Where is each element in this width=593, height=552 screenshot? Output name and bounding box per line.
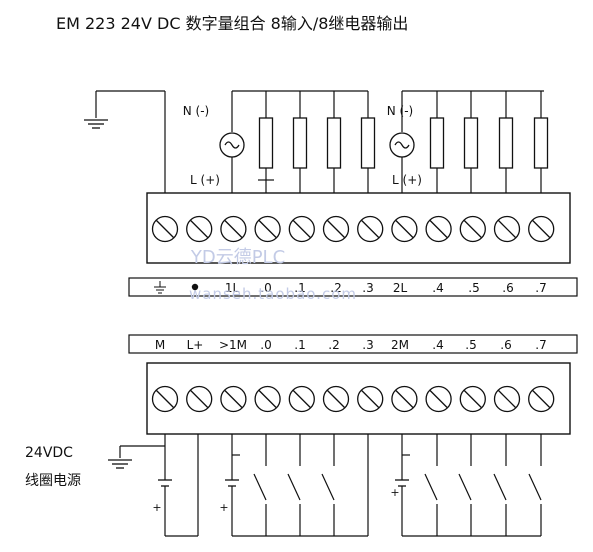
screw-terminal-icon — [391, 385, 418, 413]
output-label-strip — [128, 277, 578, 297]
screw-terminal-icon — [425, 215, 452, 243]
output-terminal-label: .0 — [260, 281, 271, 295]
screw-terminal-icon — [459, 385, 486, 413]
watermark-line2: wanseh.taobao.com — [189, 285, 357, 303]
screw-terminal-icon — [288, 215, 315, 243]
screw-terminal-icon — [186, 385, 213, 413]
input-terminal-label: 2M — [391, 338, 409, 352]
input-switch-icon — [458, 434, 472, 536]
supply-label-neutral-1: N (-) — [183, 104, 209, 118]
load-resistor-icon — [533, 117, 549, 169]
dc-battery-icon — [225, 479, 239, 487]
input-switch-icon — [253, 434, 267, 536]
ac-source-icon — [219, 132, 245, 158]
screw-terminal-icon — [528, 215, 555, 243]
load-resistor-icon — [326, 117, 342, 169]
screw-terminal-icon — [186, 215, 213, 243]
screw-terminal-icon — [459, 215, 486, 243]
dc-battery-icon — [158, 479, 172, 487]
screw-terminal-icon — [220, 215, 247, 243]
input-plus-sign-2: + — [390, 486, 399, 499]
input-terminal-label: >1M — [219, 338, 247, 352]
coil-supply-label: 24VDC — [25, 445, 73, 461]
strip-ground-icon — [154, 281, 166, 294]
input-switch-icon — [424, 434, 438, 536]
load-resistor-icon — [258, 117, 274, 169]
input-terminal-label: .7 — [535, 338, 546, 352]
screw-terminal-icon — [151, 385, 179, 413]
watermark-line1: YD云德PLC — [190, 247, 285, 268]
strip-dot-icon — [191, 283, 199, 291]
ground-icon — [84, 119, 108, 129]
load-resistor-icon — [429, 117, 445, 169]
output-terminal-label: .4 — [432, 281, 443, 295]
output-terminal-label: 1L — [225, 281, 240, 295]
output-terminal-label: 2L — [393, 281, 408, 295]
input-switch-icon — [287, 434, 301, 536]
input-terminal-label: L+ — [187, 338, 204, 352]
screw-terminal-icon — [322, 215, 350, 243]
diagram-title: EM 223 24V DC 数字量组合 8输入/8继电器输出 — [56, 14, 409, 33]
supply-label-live-2: L (+) — [392, 173, 422, 187]
output-terminal-label: .6 — [502, 281, 513, 295]
input-terminal-label: .6 — [500, 338, 511, 352]
screw-terminal-icon — [254, 215, 281, 243]
screw-terminal-icon — [220, 385, 247, 413]
output-terminal-label: .2 — [330, 281, 341, 295]
input-terminal-label: .3 — [362, 338, 373, 352]
ac-source-icon — [389, 132, 415, 158]
input-label-strip — [128, 334, 578, 354]
screw-terminal-icon — [254, 385, 281, 413]
ground-icon — [108, 459, 132, 469]
input-terminal-label: .0 — [260, 338, 271, 352]
load-resistor-icon — [463, 117, 479, 169]
supply-label-neutral-2: N (-) — [387, 104, 413, 118]
input-plus-sign-1: + — [219, 501, 228, 514]
coil-supply-label: 线圈电源 — [25, 473, 81, 489]
screw-terminal-icon — [493, 385, 521, 413]
supply-label-live-1: L (+) — [190, 173, 220, 187]
input-terminal-label: M — [155, 338, 165, 352]
input-terminal-label: .1 — [294, 338, 305, 352]
load-resistor-icon — [498, 117, 514, 169]
output-terminal-label: .1 — [294, 281, 305, 295]
input-terminal-label: .2 — [328, 338, 339, 352]
input-switch-icon — [321, 434, 335, 536]
input-terminal-label: .5 — [465, 338, 476, 352]
coil-plus-sign: + — [152, 501, 161, 514]
screw-terminal-icon — [322, 385, 350, 413]
screw-terminal-icon — [288, 385, 315, 413]
input-switch-icon — [528, 434, 542, 536]
output-terminal-label: .7 — [535, 281, 546, 295]
input-switch-icon — [493, 434, 507, 536]
screw-terminal-icon — [425, 385, 452, 413]
screw-terminal-icon — [528, 385, 555, 413]
screw-terminal-icon — [391, 215, 418, 243]
output-terminal-label: .5 — [468, 281, 479, 295]
load-resistor-icon — [292, 117, 308, 169]
screw-terminal-icon — [151, 215, 179, 243]
load-resistor-icon — [360, 117, 376, 169]
screw-terminal-icon — [493, 215, 521, 243]
screw-terminal-icon — [357, 215, 384, 243]
output-terminal-label: .3 — [362, 281, 373, 295]
screw-terminal-icon — [357, 385, 384, 413]
input-terminal-label: .4 — [432, 338, 443, 352]
